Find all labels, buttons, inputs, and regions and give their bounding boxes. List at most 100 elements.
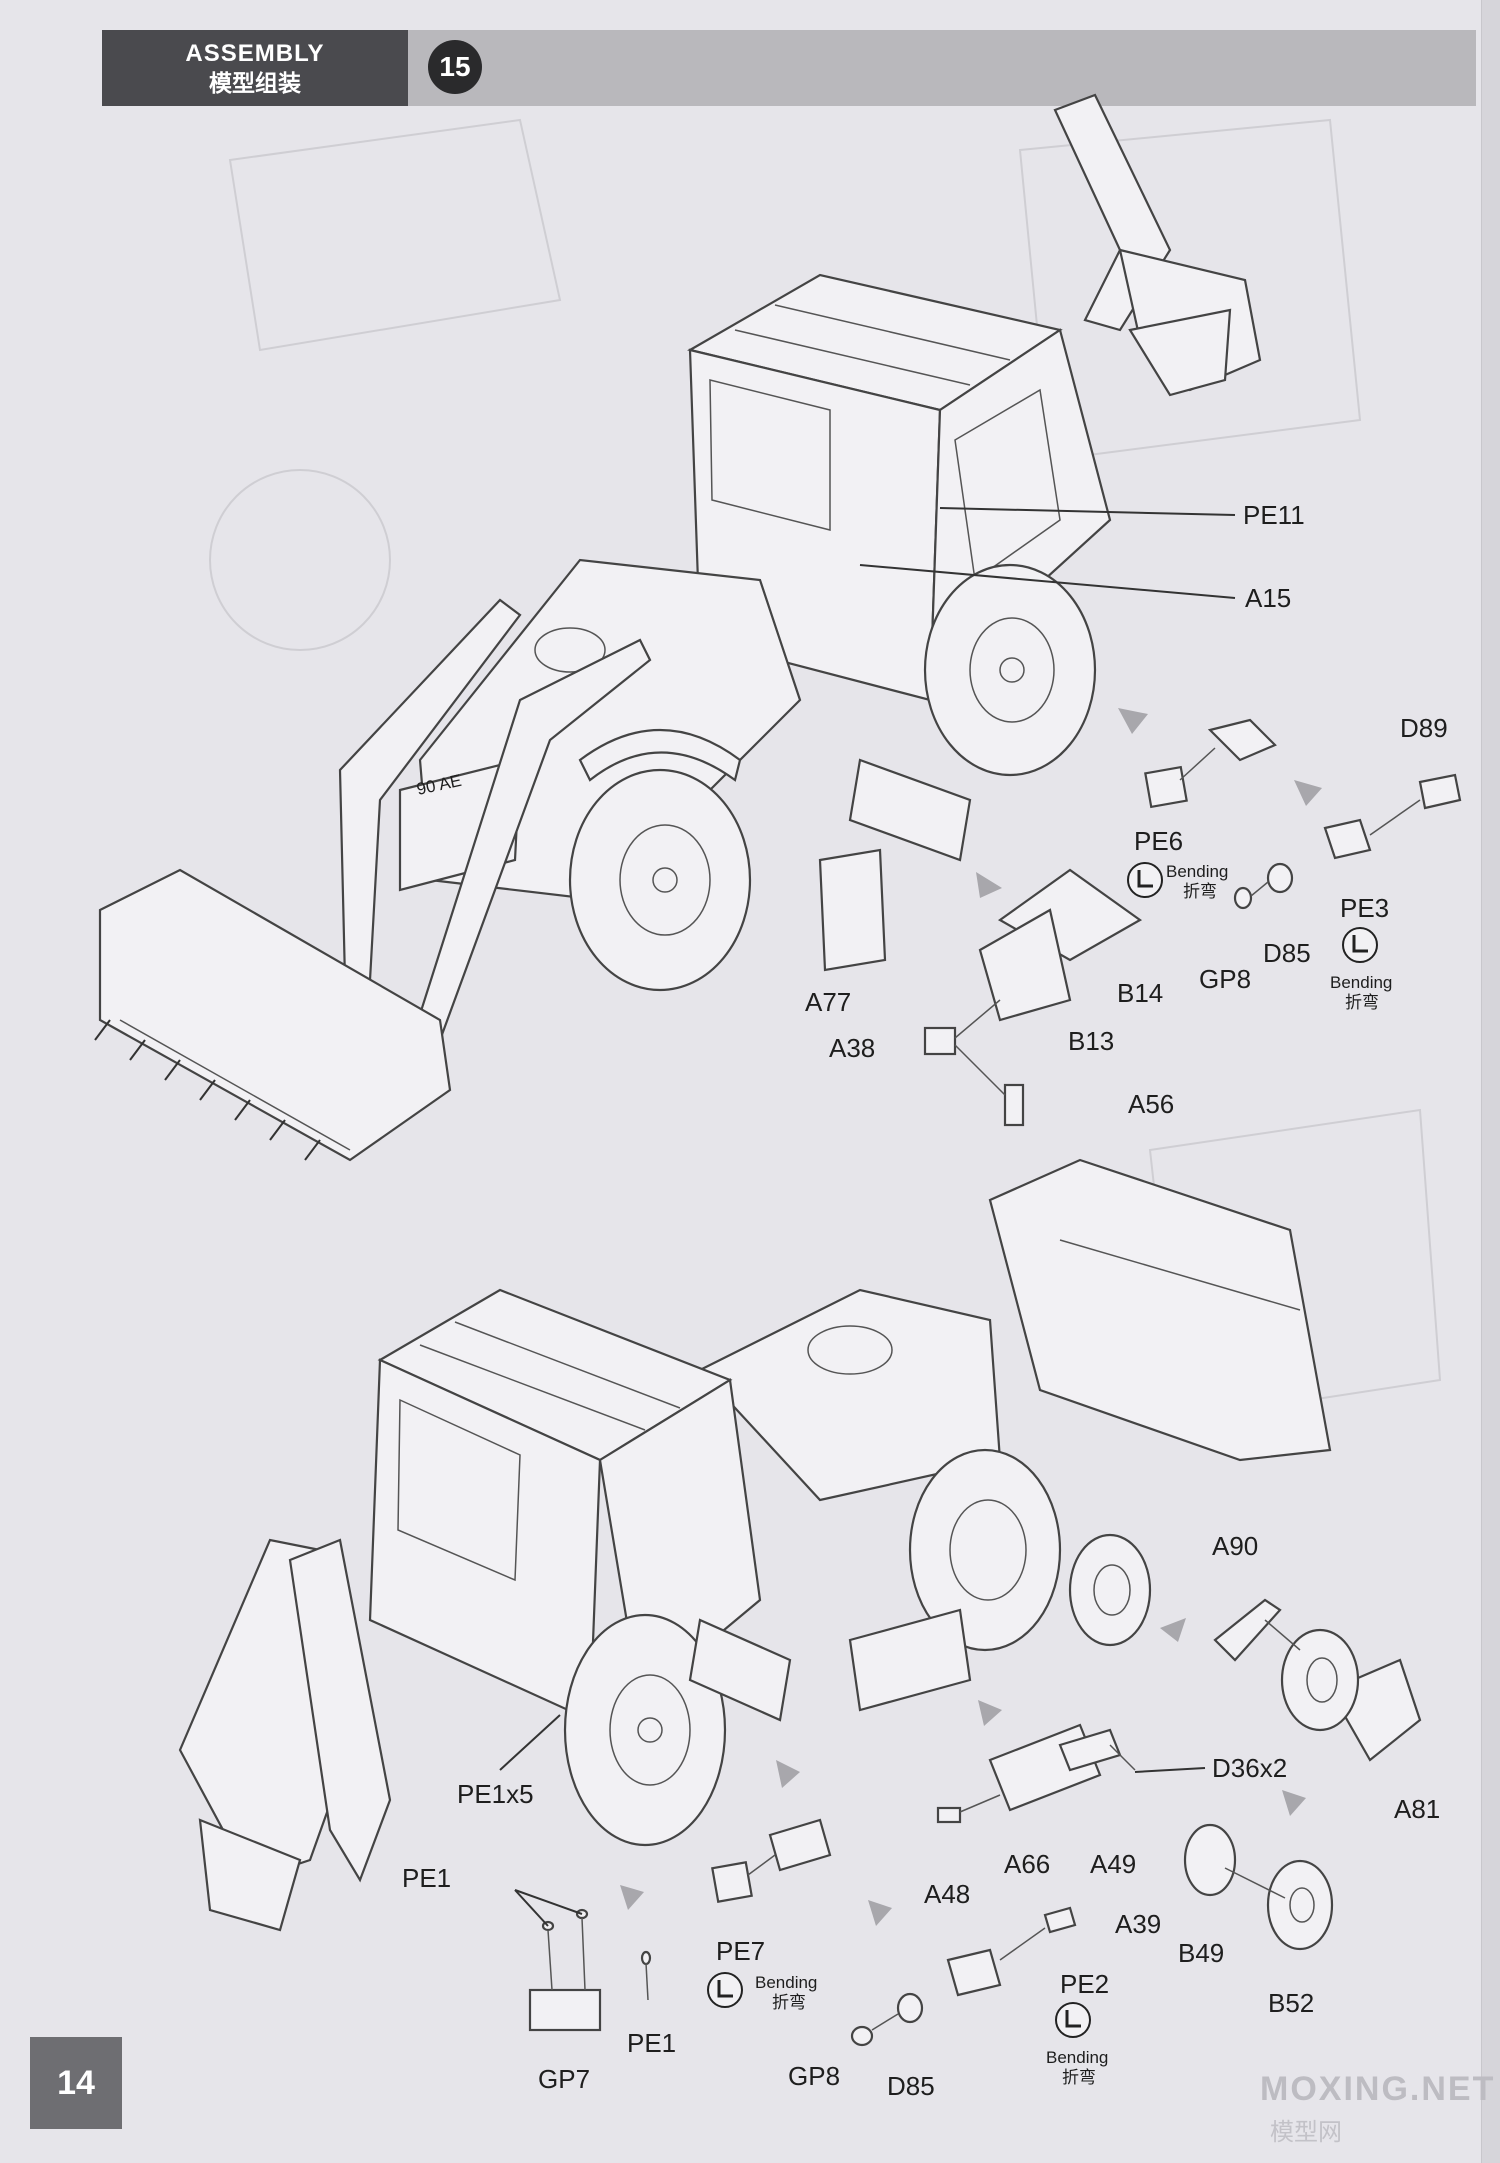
- step-number-badge: 15: [428, 40, 482, 94]
- assembly-title-zh: 模型组装: [209, 70, 301, 96]
- label-pe1-top: PE1: [402, 1863, 451, 1893]
- label-gp8-lower: GP8: [788, 2061, 840, 2091]
- part-pe6-bracket: [1207, 718, 1277, 762]
- upper-vehicle-view: 90 AE: [94, 93, 1262, 1162]
- lower-backhoe-dipper: [288, 1538, 392, 1883]
- part-pe6-grid: [1144, 765, 1188, 809]
- upper-arrows: [976, 708, 1322, 898]
- part-pe2: [946, 1948, 1002, 1997]
- upper-bucket-teeth: [94, 1019, 321, 1161]
- label-d85-lower: D85: [887, 2071, 935, 2101]
- part-gp8-lower: [850, 2025, 874, 2047]
- label-pe2: PE2: [1060, 1969, 1109, 1999]
- upper-rear-wheel: [923, 563, 1097, 777]
- part-a90: [1213, 1598, 1282, 1662]
- label-a48: A48: [924, 1879, 970, 1909]
- lower-backhoe-bucket: [198, 1818, 302, 1932]
- label-b14: B14: [1117, 978, 1163, 1008]
- label-pe6: PE6: [1134, 826, 1183, 856]
- assembly-tab: ASSEMBLY 模型组装: [102, 30, 408, 106]
- bending-notes: Bending 折弯 Bending 折弯 Bending 折弯 Bending…: [755, 862, 1392, 2087]
- lower-front-wheel: [908, 1448, 1062, 1652]
- label-gp7: GP7: [538, 2064, 590, 2094]
- part-a56: [1003, 1083, 1025, 1127]
- upper-part-labels: PE11 A15 D89 PE6 PE3 GP8 D85 A77 B14 B13…: [805, 500, 1448, 1119]
- bending-icon-pe2: [1055, 2002, 1091, 2038]
- label-gp8-upper: GP8: [1199, 964, 1251, 994]
- lower-mounted-spare-wheel: [1068, 1533, 1152, 1647]
- upper-front-wheel: [568, 768, 752, 992]
- label-d89: D89: [1400, 713, 1448, 743]
- lower-vehicle-view: [178, 1158, 1332, 1932]
- part-gp8-upper: [1233, 886, 1253, 910]
- part-pe1-clip-bottom: [640, 1950, 652, 1966]
- page-edge: [1481, 0, 1500, 2163]
- bending-note-pe3-en: Bending: [1330, 973, 1392, 992]
- label-a38: A38: [829, 1033, 875, 1063]
- upper-backhoe-bucket: [1128, 308, 1232, 397]
- label-b13: B13: [1068, 1026, 1114, 1056]
- part-b49: [1183, 1823, 1237, 1897]
- part-b13: [978, 908, 1072, 1022]
- part-b52: [1266, 1859, 1334, 1951]
- lower-side-toolbox: [848, 1608, 972, 1712]
- label-pe11: PE11: [1243, 500, 1305, 530]
- lower-leader-lines: [499, 1714, 1206, 1927]
- part-a38: [923, 1026, 957, 1056]
- upper-front-mudguard: [578, 728, 742, 782]
- label-a15: A15: [1245, 583, 1291, 613]
- part-d85-upper: [1266, 862, 1294, 894]
- step-strip: [408, 30, 1476, 106]
- lower-exploded-parts: [528, 1598, 1422, 2047]
- header-bar: ASSEMBLY 模型组装 15: [0, 0, 1476, 108]
- label-pe1x5: PE1x5: [457, 1779, 534, 1809]
- upper-step-frame: [848, 758, 972, 862]
- bending-icon-pe6: [1127, 862, 1163, 898]
- label-a49: A49: [1090, 1849, 1136, 1879]
- label-b49: B49: [1178, 1938, 1224, 1968]
- watermark: MOXING.NET: [1260, 2070, 1496, 2108]
- label-pe7: PE7: [716, 1936, 765, 1966]
- bending-icons: [707, 862, 1378, 2038]
- lower-rear-wheel: [563, 1613, 727, 1847]
- label-a66: A66: [1004, 1849, 1050, 1879]
- part-a48: [936, 1806, 962, 1824]
- bending-note-pe6-en: Bending: [1166, 862, 1228, 881]
- part-pe7-bracket: [768, 1818, 832, 1872]
- bending-note-pe6-zh: 折弯: [1183, 882, 1217, 901]
- label-b52: B52: [1268, 1988, 1314, 2018]
- part-spare-wheel-exploded: [1280, 1628, 1360, 1732]
- upper-leader-lines: [859, 507, 1236, 599]
- label-a39: A39: [1115, 1909, 1161, 1939]
- part-pe7-grid: [711, 1861, 753, 1903]
- bending-note-pe2-en: Bending: [1046, 2048, 1108, 2067]
- label-a56: A56: [1128, 1089, 1174, 1119]
- part-gp7: [528, 1988, 602, 2032]
- part-pe3: [1323, 818, 1372, 860]
- watermark-sub: 模型网: [1270, 2119, 1342, 2146]
- bending-icon-pe3: [1342, 927, 1378, 963]
- label-d85-upper: D85: [1263, 938, 1311, 968]
- upper-loader-bucket: [98, 868, 452, 1162]
- bending-icon-pe7: [707, 1972, 743, 2008]
- lower-hood: [698, 1288, 1002, 1502]
- lower-part-labels: A90 PE1x5 D36x2 A81 A66 A49 A48 PE1 PE7 …: [402, 1531, 1440, 2101]
- label-a90: A90: [1212, 1531, 1258, 1561]
- upper-exploded-parts: [818, 718, 1462, 1127]
- part-d89: [1418, 773, 1462, 810]
- lower-front-loader: [988, 1158, 1332, 1462]
- label-d36x2: D36x2: [1212, 1753, 1287, 1783]
- bending-note-pe7-en: Bending: [755, 1973, 817, 1992]
- lower-arrows: [620, 1618, 1306, 1926]
- label-a77: A77: [805, 987, 851, 1017]
- part-a39: [1043, 1906, 1077, 1934]
- part-a77: [818, 848, 887, 972]
- page-number: 14: [30, 2037, 122, 2129]
- bending-note-pe3-zh: 折弯: [1345, 993, 1379, 1012]
- bending-note-pe7-zh: 折弯: [772, 1993, 806, 2012]
- assembly-title-en: ASSEMBLY: [185, 40, 325, 67]
- part-d85-lower: [896, 1992, 924, 2024]
- lower-step-box: [688, 1618, 792, 1722]
- label-a81: A81: [1394, 1794, 1440, 1824]
